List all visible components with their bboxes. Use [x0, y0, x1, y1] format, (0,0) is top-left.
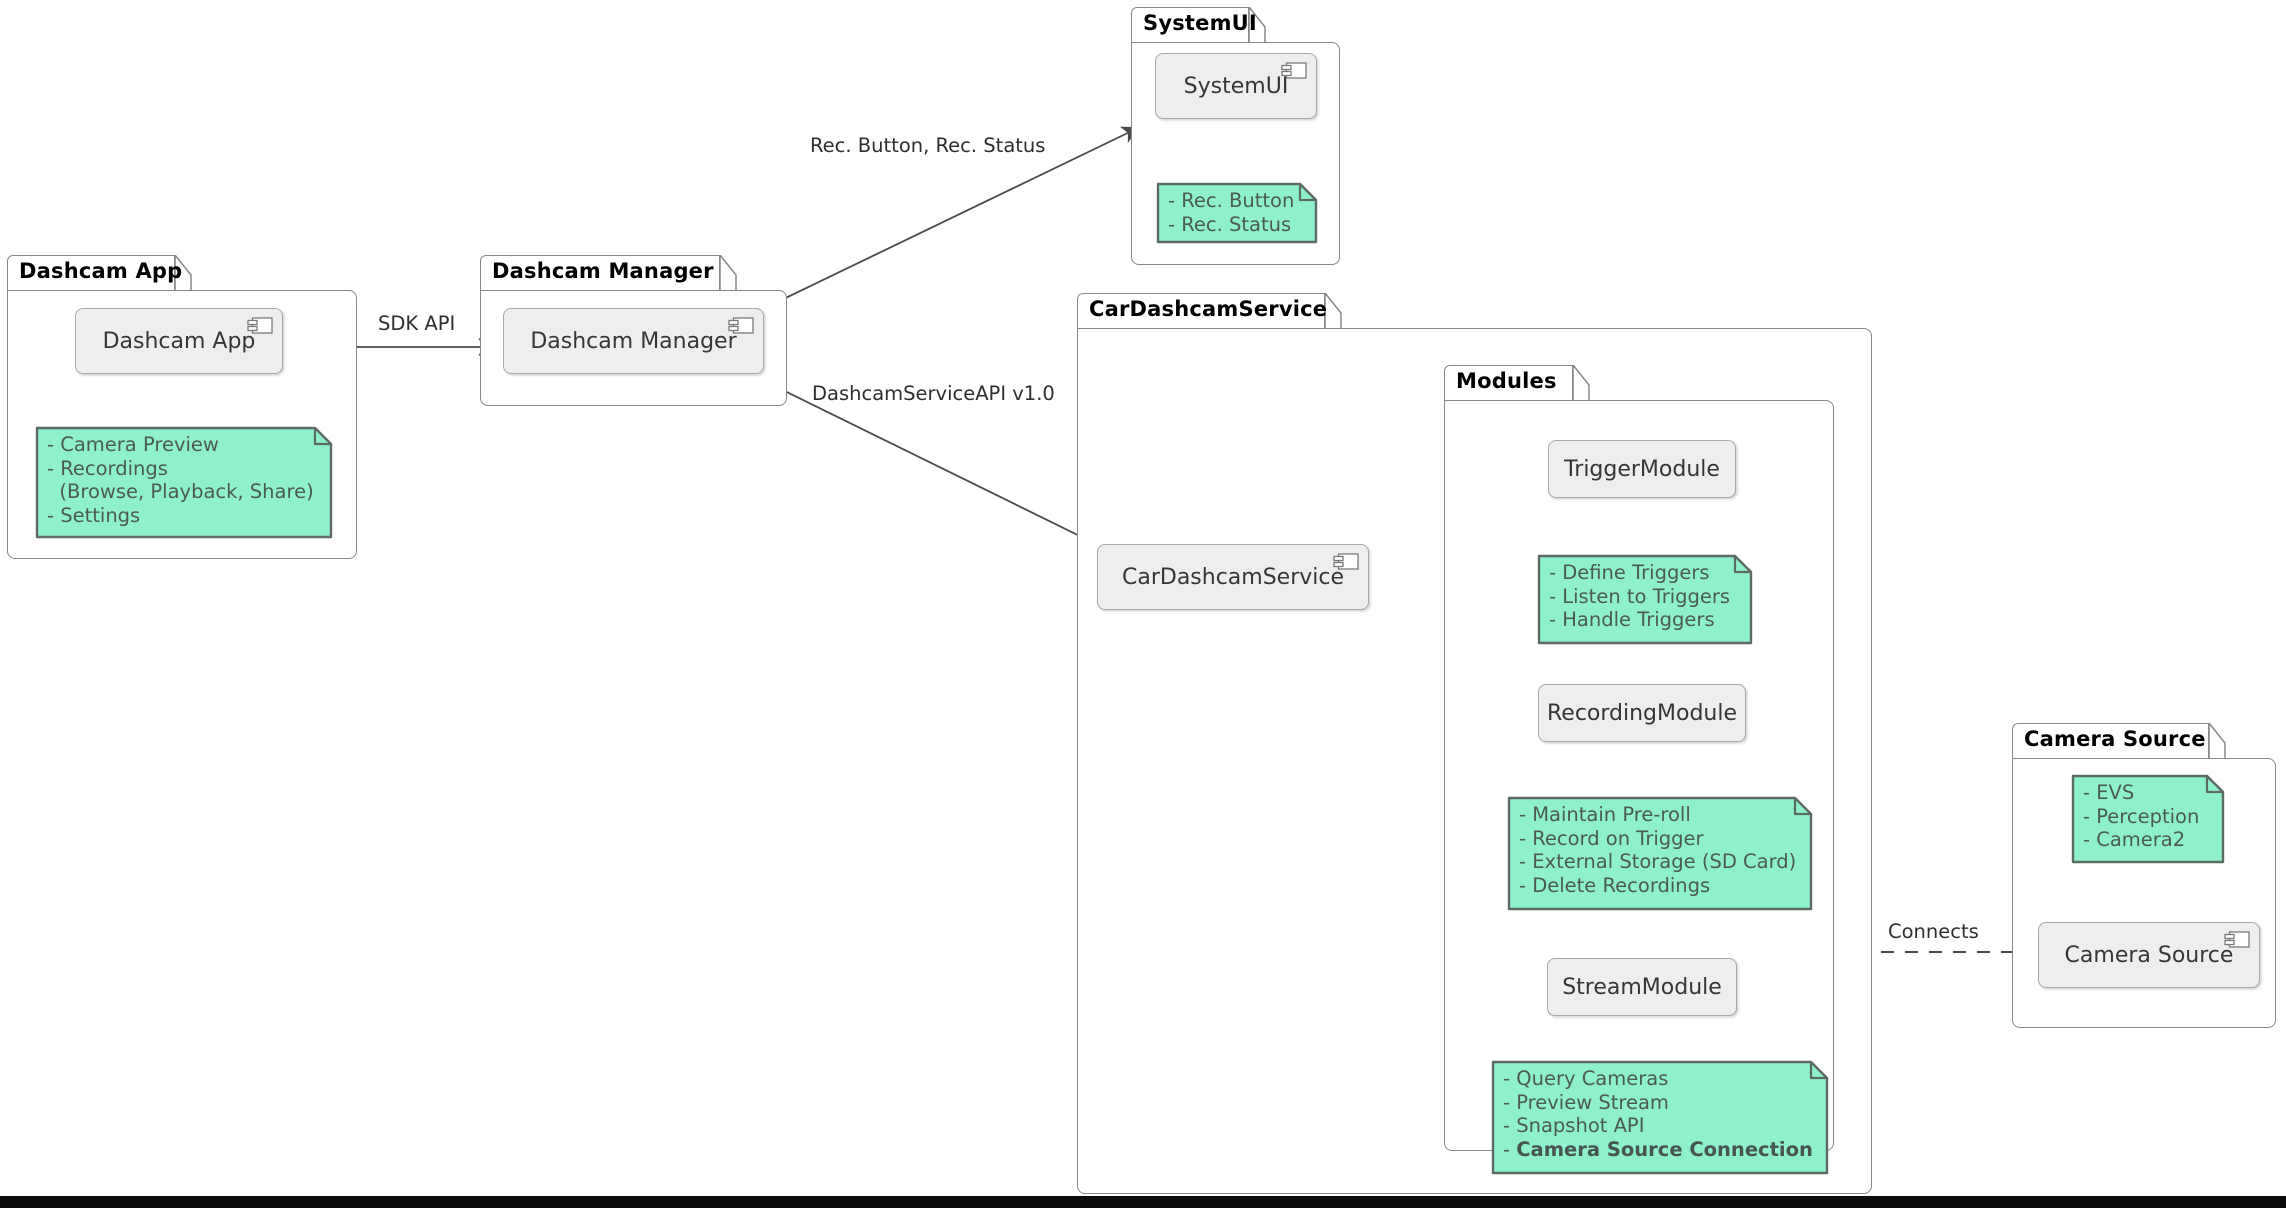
package-title: SystemUI — [1143, 11, 1257, 35]
package-tab-fold — [1573, 365, 1591, 401]
note-background — [35, 426, 333, 539]
component-stereotype-icon — [1281, 62, 1307, 79]
note-line: - Preview Stream — [1503, 1090, 1669, 1114]
note-line: - Query Cameras — [1503, 1067, 1669, 1090]
package-body — [1444, 400, 1834, 1151]
package-tab-fold — [720, 255, 738, 291]
package-tab — [7, 255, 175, 291]
note-text: - Query Cameras - Preview Stream - Snaps… — [1503, 1067, 1813, 1161]
note-text: - EVS - Perception - Camera2 — [2083, 781, 2204, 852]
note-stream-module: - Query Cameras - Preview Stream - Snaps… — [1490, 1059, 1830, 1176]
note-line: - Camera2 — [2083, 828, 2186, 851]
component-label: TriggerModule — [1564, 456, 1720, 482]
package-dashcam-manager: Dashcam Manager Dashcam Manager — [480, 255, 787, 406]
edge-label-sdk-api: SDK API — [378, 312, 456, 335]
component-recording-module[interactable]: RecordingModule — [1538, 684, 1746, 742]
note-line: - Rec. Status — [1168, 212, 1292, 236]
note-dashcam-app: - Camera Preview - Recordings (Browse, P… — [34, 425, 334, 540]
note-line: - Settings — [47, 503, 141, 527]
component-label: Dashcam App — [102, 328, 256, 354]
component-systemui[interactable]: SystemUI — [1155, 53, 1317, 119]
note-line: - Define Triggers — [1549, 561, 1710, 584]
edge-label-dashcamserviceapi: DashcamServiceAPI v1.0 — [812, 382, 1055, 405]
note-line: - Recordings — [47, 456, 168, 480]
package-tab-fold — [2209, 723, 2227, 759]
note-line: - Rec. Button — [1168, 189, 1295, 212]
package-title: Camera Source — [2024, 727, 2206, 751]
package-title: Dashcam App — [19, 259, 183, 283]
component-label: SystemUI — [1183, 73, 1289, 99]
note-line: - Listen to Triggers — [1549, 584, 1731, 608]
component-label: CarDashcamService — [1121, 564, 1345, 590]
note-text: - Maintain Pre-roll - Record on Trigger … — [1519, 803, 1797, 897]
edge-label-connects: Connects — [1888, 920, 1979, 943]
note-line: - Record on Trigger — [1519, 826, 1704, 850]
component-dashcam-app[interactable]: Dashcam App — [75, 308, 283, 374]
note-line: - EVS — [2083, 781, 2135, 804]
note-systemui: - Rec. Button - Rec. Status — [1155, 181, 1319, 245]
note-line: (Browse, Playback, Share) — [47, 480, 314, 503]
component-cardashcamservice[interactable]: CarDashcamService — [1097, 544, 1369, 610]
note-line: - Camera Preview — [47, 433, 219, 456]
package-tab-fold — [1325, 293, 1343, 329]
component-label: StreamModule — [1562, 974, 1722, 1000]
component-stereotype-icon — [1333, 553, 1359, 570]
component-trigger-module[interactable]: TriggerModule — [1548, 440, 1736, 498]
component-label: Camera Source — [2064, 942, 2234, 968]
edge-rec-button-status — [739, 126, 1140, 321]
note-background — [1156, 182, 1318, 244]
package-tab — [480, 255, 720, 291]
package-title: Dashcam Manager — [492, 259, 714, 283]
bottom-chrome-bar — [0, 1196, 2286, 1208]
package-tab-fold — [175, 255, 193, 291]
package-dashcam-app: Dashcam App Dashcam App - Camera Preview… — [7, 255, 357, 559]
package-modules: Modules TriggerModule - Define Triggers … — [1444, 365, 1834, 1175]
note-line: - Camera Source Connection — [1503, 1137, 1813, 1161]
note-background — [1507, 796, 1813, 911]
note-recording-module: - Maintain Pre-roll - Record on Trigger … — [1506, 795, 1814, 912]
note-line: - Handle Triggers — [1549, 608, 1715, 631]
component-label: Dashcam Manager — [530, 328, 737, 354]
note-line: - Delete Recordings — [1519, 873, 1711, 897]
note-camera-source: - EVS - Perception - Camera2 — [2070, 773, 2226, 865]
note-text: - Camera Preview - Recordings (Browse, P… — [47, 433, 314, 527]
note-background — [2071, 774, 2225, 864]
package-cardashcamservice: CarDashcamService CarDashcamService Modu… — [1077, 293, 1872, 1194]
component-camera-source[interactable]: Camera Source — [2038, 922, 2260, 988]
component-stereotype-icon — [728, 317, 754, 334]
component-dashcam-manager[interactable]: Dashcam Manager — [503, 308, 764, 374]
package-tab-fold — [1249, 7, 1267, 43]
note-text: - Define Triggers - Listen to Triggers -… — [1549, 561, 1732, 632]
component-stereotype-icon — [2224, 931, 2250, 948]
package-tab — [1444, 365, 1573, 401]
note-line: - External Storage (SD Card) — [1519, 850, 1797, 873]
note-background — [1537, 554, 1753, 645]
note-line: - Maintain Pre-roll — [1519, 803, 1691, 826]
note-text: - Rec. Button - Rec. Status — [1168, 189, 1297, 236]
note-background — [1491, 1060, 1829, 1175]
package-camera-source: Camera Source - EVS - Perception - Camer… — [2012, 723, 2276, 1028]
component-stereotype-icon — [247, 317, 273, 334]
component-label: RecordingModule — [1546, 700, 1738, 726]
note-line: - Perception — [2083, 804, 2200, 828]
edge-label-rec-button-status: Rec. Button, Rec. Status — [810, 134, 1046, 157]
package-tab — [2012, 723, 2209, 759]
package-systemui: SystemUI SystemUI - Rec. Button - Rec. S… — [1131, 7, 1340, 265]
note-trigger-module: - Define Triggers - Listen to Triggers -… — [1536, 553, 1754, 646]
package-title: Modules — [1456, 369, 1557, 393]
component-stream-module[interactable]: StreamModule — [1547, 958, 1737, 1016]
note-line: - Snapshot API — [1503, 1114, 1645, 1137]
package-title: CarDashcamService — [1089, 297, 1328, 321]
edge-dashcamserviceapi — [741, 369, 1100, 547]
